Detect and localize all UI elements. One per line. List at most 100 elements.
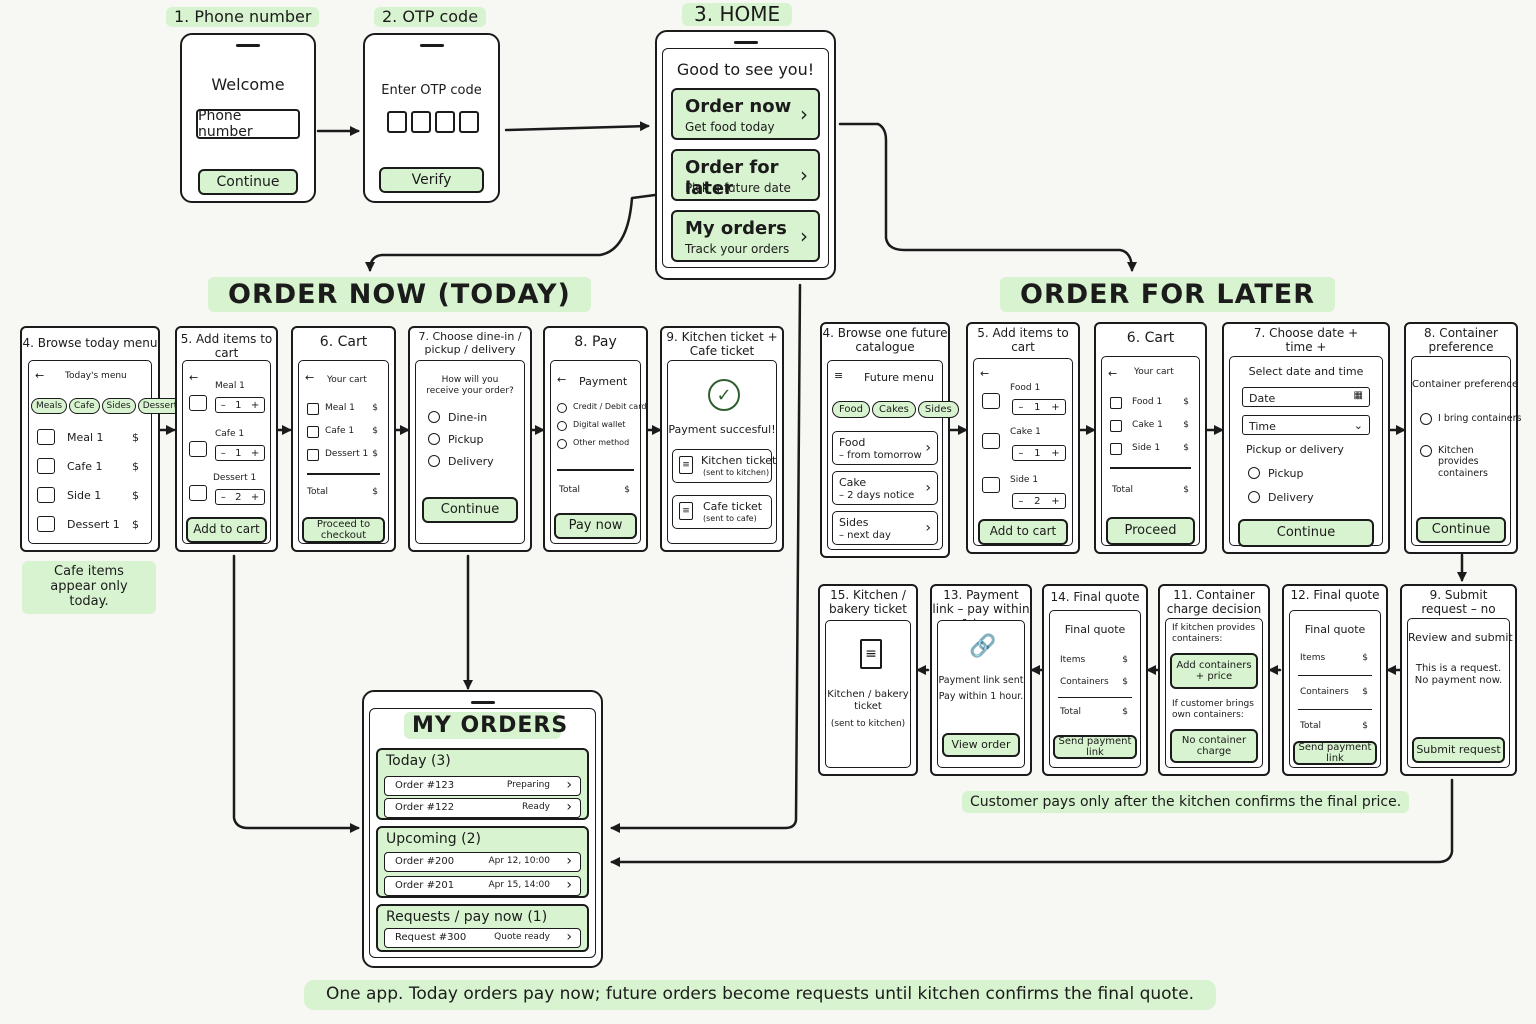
item-checkbox[interactable] <box>307 449 319 461</box>
continue-button[interactable]: Continue <box>1416 517 1506 543</box>
continue-button[interactable]: Continue <box>198 169 298 195</box>
hamburger-menu-icon[interactable]: ≡ <box>834 369 844 382</box>
continue-button[interactable]: Continue <box>422 497 518 523</box>
otp-digit-box[interactable] <box>411 111 431 133</box>
pill-desserts[interactable]: Desserts <box>137 398 187 414</box>
send-payment-link-button[interactable]: Send payment link <box>1053 735 1137 759</box>
quantity-stepper[interactable]: –1+ <box>215 445 265 461</box>
screen-frame: Select date and time Date▦ Time⌄ Pickup … <box>1229 356 1383 547</box>
radio-wallet[interactable] <box>557 421 567 431</box>
quantity-stepper[interactable]: –2+ <box>1012 493 1066 509</box>
radio-delivery[interactable] <box>1248 491 1260 503</box>
minus-icon[interactable]: – <box>1018 495 1024 507</box>
pill-sides[interactable]: Sides <box>101 398 136 414</box>
quantity-stepper[interactable]: –1+ <box>1012 399 1066 415</box>
time-field[interactable]: Time⌄ <box>1242 415 1370 435</box>
pill-cakes[interactable]: Cakes <box>871 401 916 418</box>
proceed-button[interactable]: Proceed <box>1106 517 1195 545</box>
otp-digit-box[interactable] <box>459 111 479 133</box>
back-arrow-icon[interactable]: ← <box>189 371 199 384</box>
item-checkbox[interactable] <box>37 487 55 503</box>
submit-request-button[interactable]: Submit request <box>1412 737 1505 763</box>
plus-icon[interactable]: + <box>250 447 260 459</box>
plus-icon[interactable]: + <box>1051 401 1060 413</box>
plus-icon[interactable]: + <box>1051 495 1060 507</box>
item-checkbox[interactable] <box>1110 420 1122 432</box>
minus-icon[interactable]: – <box>220 399 226 411</box>
item-checkbox[interactable] <box>189 485 207 501</box>
minus-icon[interactable]: – <box>220 491 226 503</box>
pill-food[interactable]: Food <box>832 401 870 418</box>
later-final-quote-panel: 12. Final quote Final quote Items $ Cont… <box>1282 584 1388 776</box>
back-arrow-icon[interactable]: ← <box>305 371 315 384</box>
total-value: $ <box>1183 485 1189 495</box>
phone-number-field[interactable]: Phone number <box>196 108 300 140</box>
radio-delivery[interactable] <box>428 455 440 467</box>
plus-icon[interactable]: + <box>1051 447 1060 459</box>
radio-pickup[interactable] <box>428 433 440 445</box>
proceed-to-checkout-button[interactable]: Proceed to checkout <box>302 517 385 543</box>
minus-icon[interactable]: – <box>1018 447 1024 459</box>
minus-icon[interactable]: – <box>220 447 226 459</box>
item-checkbox[interactable] <box>982 477 1000 493</box>
catalogue-card[interactable]: Food– from tomorrow› <box>832 431 938 465</box>
item-price: $ <box>1183 443 1189 453</box>
item-checkbox[interactable] <box>307 403 319 415</box>
item-checkbox[interactable] <box>37 429 55 445</box>
date-field[interactable]: Date▦ <box>1242 387 1370 407</box>
continue-button[interactable]: Continue <box>1238 519 1374 547</box>
add-to-cart-button[interactable]: Add to cart <box>978 519 1068 545</box>
back-arrow-icon[interactable]: ← <box>557 373 567 386</box>
pay-now-button[interactable]: Pay now <box>554 513 637 539</box>
back-arrow-icon[interactable]: ← <box>35 369 45 382</box>
payment-success-text: Payment succesful! <box>668 423 776 436</box>
radio-other[interactable] <box>557 439 567 449</box>
item-checkbox[interactable] <box>189 441 207 457</box>
no-container-charge-button[interactable]: No container charge <box>1170 729 1258 763</box>
radio-pickup[interactable] <box>1248 467 1260 479</box>
pill-meals[interactable]: Meals <box>31 398 68 414</box>
back-arrow-icon[interactable]: ← <box>1108 367 1118 380</box>
otp-digit-box[interactable] <box>435 111 455 133</box>
radio-card[interactable] <box>557 403 567 413</box>
item-checkbox[interactable] <box>37 516 55 532</box>
chevron-right-icon: › <box>566 929 572 945</box>
minus-icon[interactable]: – <box>1018 401 1024 413</box>
radio-dine-in[interactable] <box>428 411 440 423</box>
quantity-stepper[interactable]: –1+ <box>215 397 265 413</box>
pill-sides[interactable]: Sides <box>917 401 959 418</box>
radio-bring-containers[interactable] <box>1420 413 1432 425</box>
catalogue-card[interactable]: Sides– next day› <box>832 511 938 545</box>
view-order-button[interactable]: View order <box>942 733 1020 757</box>
quantity-stepper[interactable]: –2+ <box>215 489 265 505</box>
item-checkbox[interactable] <box>1110 397 1122 409</box>
item-checkbox[interactable] <box>982 393 1000 409</box>
radio-kitchen-provides[interactable] <box>1420 445 1432 457</box>
quantity-stepper[interactable]: –1+ <box>1012 445 1066 461</box>
catalogue-card[interactable]: Cake– 2 days notice› <box>832 471 938 505</box>
order-later-button[interactable]: Order for later Pick a future date › <box>671 149 820 201</box>
otp-digit-box[interactable] <box>387 111 407 133</box>
plus-icon[interactable]: + <box>250 491 260 503</box>
back-arrow-icon[interactable]: ← <box>980 367 990 380</box>
plus-icon[interactable]: + <box>250 399 260 411</box>
send-payment-link-button[interactable]: Send payment link <box>1293 741 1377 765</box>
item-checkbox[interactable] <box>37 458 55 474</box>
item-checkbox[interactable] <box>189 395 207 411</box>
add-to-cart-button[interactable]: Add to cart <box>186 517 267 543</box>
pill-cafe[interactable]: Cafe <box>69 398 100 414</box>
my-orders-button[interactable]: My orders Track your orders › <box>671 210 820 262</box>
item-checkbox[interactable] <box>982 433 1000 449</box>
order-now-button[interactable]: Order now Get food today › <box>671 88 820 140</box>
item-checkbox[interactable] <box>1110 443 1122 455</box>
item-checkbox[interactable] <box>307 426 319 438</box>
verify-button[interactable]: Verify <box>379 167 484 193</box>
order-status: Ready <box>522 802 550 812</box>
add-containers-price-button[interactable]: Add containers + price <box>1170 653 1258 689</box>
